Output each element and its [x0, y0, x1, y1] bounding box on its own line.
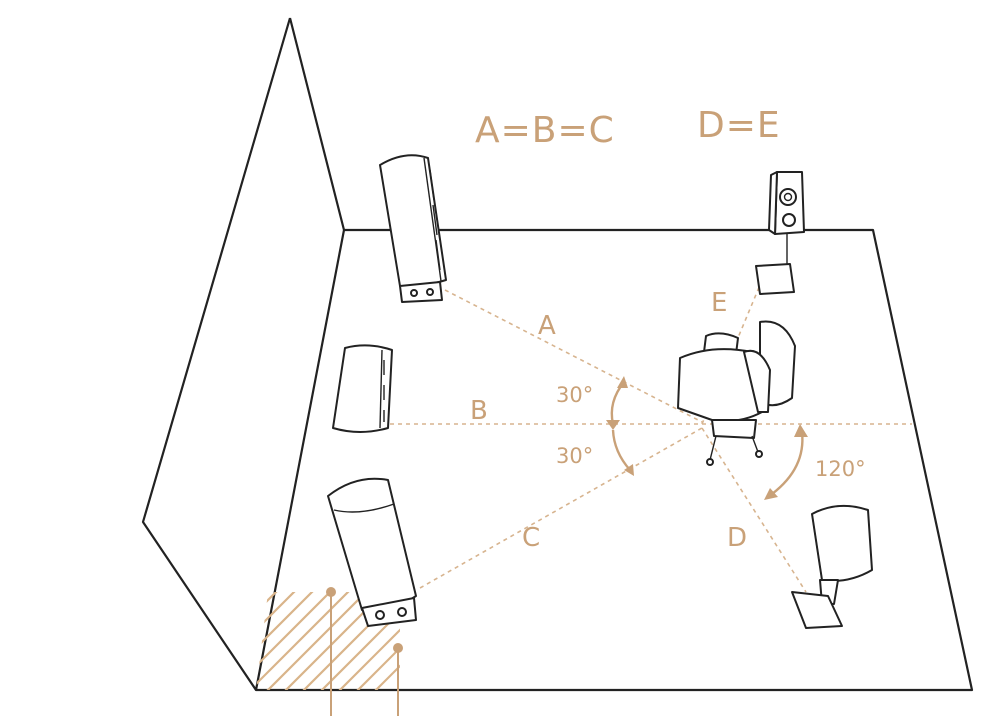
front-equation-label: A=B=C [475, 110, 615, 151]
surround-back-speaker [755, 171, 805, 295]
angle-label-surround: 120° [815, 457, 866, 481]
hatched-corner-area [256, 592, 400, 690]
center-speaker [332, 344, 393, 433]
distance-label-c: C [522, 523, 540, 553]
surround-side-speaker [791, 504, 873, 629]
distance-label-b: B [470, 396, 488, 426]
surround-equation-label: D=E [697, 105, 781, 146]
distance-label-d: D [727, 523, 747, 553]
distance-label-a: A [538, 311, 556, 341]
distance-label-e: E [711, 288, 727, 318]
distance-pins [326, 587, 403, 716]
front-left-tower-speaker [379, 154, 447, 303]
listening-chair [677, 320, 796, 466]
front-right-tower-speaker [327, 477, 417, 627]
angle-label-upper: 30° [556, 383, 593, 407]
angle-arcs [606, 376, 808, 500]
angle-label-lower: 30° [556, 444, 593, 468]
room-walls [141, 17, 974, 692]
